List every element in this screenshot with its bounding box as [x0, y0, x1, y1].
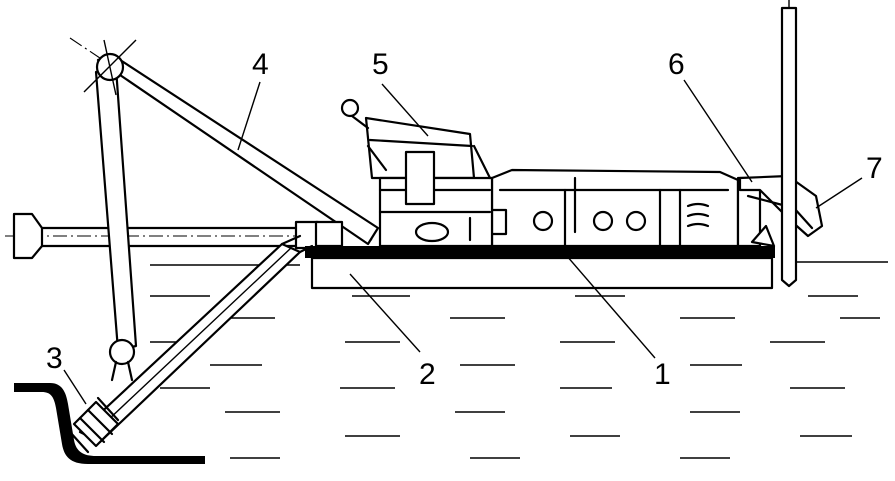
part-labels: 1 2 3 4 5 6 7 — [46, 48, 883, 391]
water — [150, 261, 888, 459]
label-4: 4 — [252, 48, 269, 81]
spud-pole — [780, 0, 798, 288]
machinery-house — [490, 168, 762, 248]
leader-1 — [559, 247, 656, 359]
label-7: 7 — [866, 152, 883, 185]
gantry-frame — [69, 37, 380, 382]
leader-5 — [381, 83, 429, 137]
leader-6 — [683, 79, 753, 183]
label-1: 1 — [654, 358, 671, 391]
ladder-sheave — [108, 338, 136, 366]
cutter-head — [68, 396, 120, 454]
seabed-profile — [14, 383, 205, 464]
pontoon-hull — [305, 246, 775, 290]
leader-lines — [63, 79, 863, 405]
label-3: 3 — [46, 342, 63, 375]
mast-light — [340, 98, 360, 118]
leader-7 — [815, 177, 863, 209]
leader-4 — [237, 81, 261, 151]
leader-3 — [63, 369, 87, 405]
label-2: 2 — [419, 358, 436, 391]
label-5: 5 — [372, 48, 389, 81]
control-cabin — [340, 98, 494, 248]
label-6: 6 — [668, 48, 685, 81]
leader-2 — [349, 273, 421, 353]
wave-lines — [150, 295, 880, 459]
